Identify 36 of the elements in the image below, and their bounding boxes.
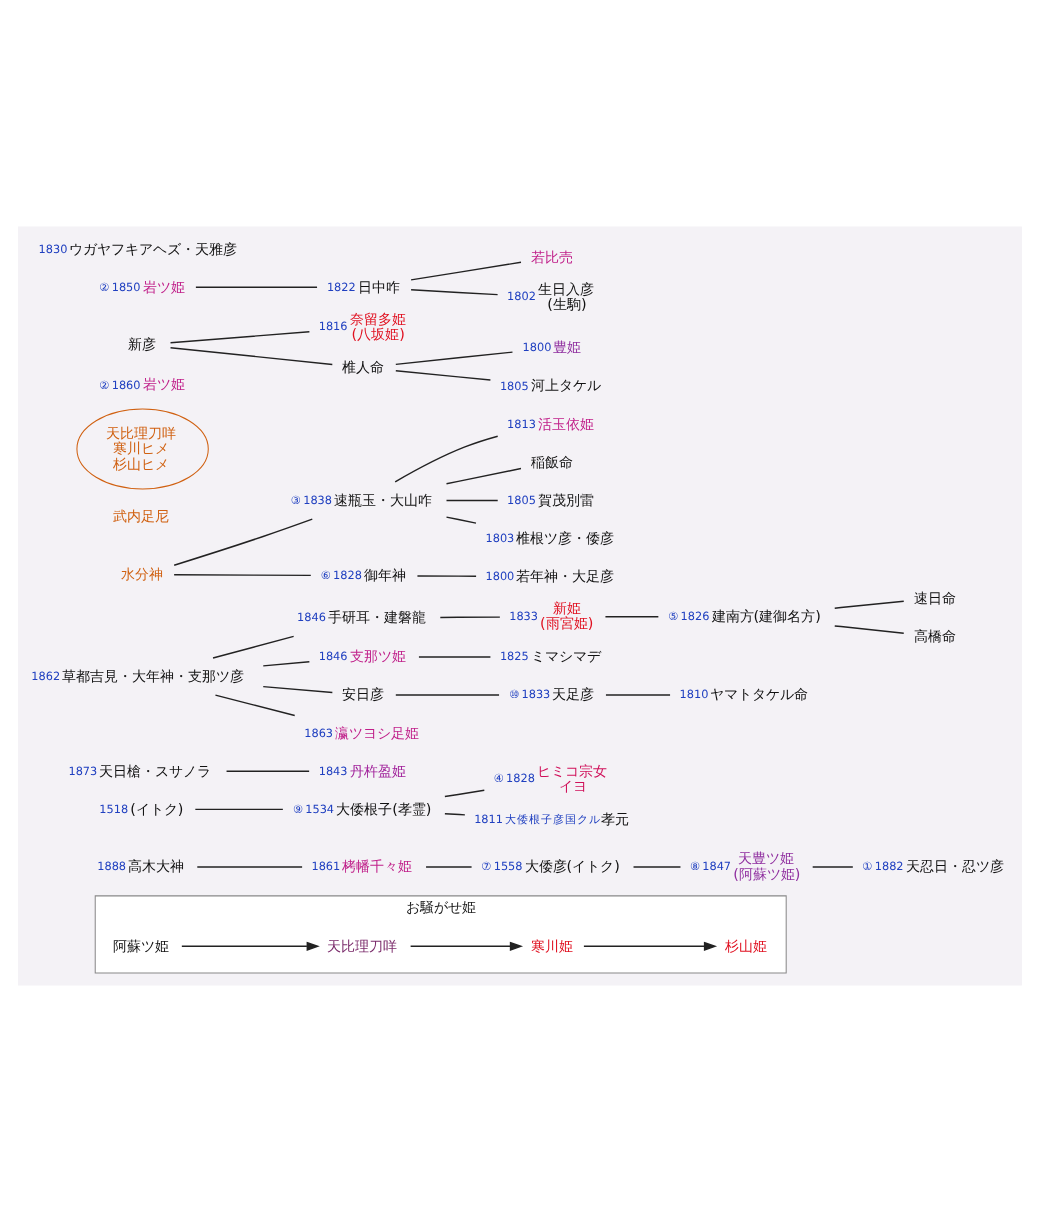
connector bbox=[417, 655, 491, 657]
connector bbox=[438, 615, 500, 618]
connector bbox=[394, 368, 491, 380]
connector bbox=[603, 615, 659, 617]
connector bbox=[394, 693, 499, 695]
connector bbox=[172, 573, 311, 576]
connector bbox=[261, 684, 333, 693]
connector bbox=[424, 865, 472, 867]
connector bbox=[409, 288, 498, 295]
connector bbox=[172, 517, 312, 565]
connector bbox=[444, 515, 476, 523]
connector bbox=[444, 498, 498, 501]
connector bbox=[195, 865, 302, 867]
connector bbox=[833, 599, 904, 608]
connector bbox=[224, 769, 309, 771]
connector bbox=[168, 346, 333, 365]
connector bbox=[168, 330, 310, 343]
connector bbox=[833, 624, 904, 633]
connector bbox=[444, 466, 521, 484]
connector bbox=[213, 693, 295, 716]
connector bbox=[604, 693, 670, 695]
connector bbox=[415, 574, 476, 576]
connector bbox=[810, 865, 853, 867]
connector bbox=[409, 260, 521, 280]
arrow bbox=[180, 940, 319, 950]
arrow bbox=[408, 940, 523, 950]
connector bbox=[193, 807, 283, 810]
connector bbox=[394, 350, 513, 365]
connector bbox=[211, 634, 294, 658]
connector bbox=[443, 812, 465, 815]
connector bbox=[631, 865, 681, 867]
connector bbox=[393, 434, 498, 482]
connector bbox=[261, 660, 310, 666]
connector bbox=[443, 788, 485, 797]
connector bbox=[194, 285, 317, 287]
arrow bbox=[582, 940, 717, 950]
